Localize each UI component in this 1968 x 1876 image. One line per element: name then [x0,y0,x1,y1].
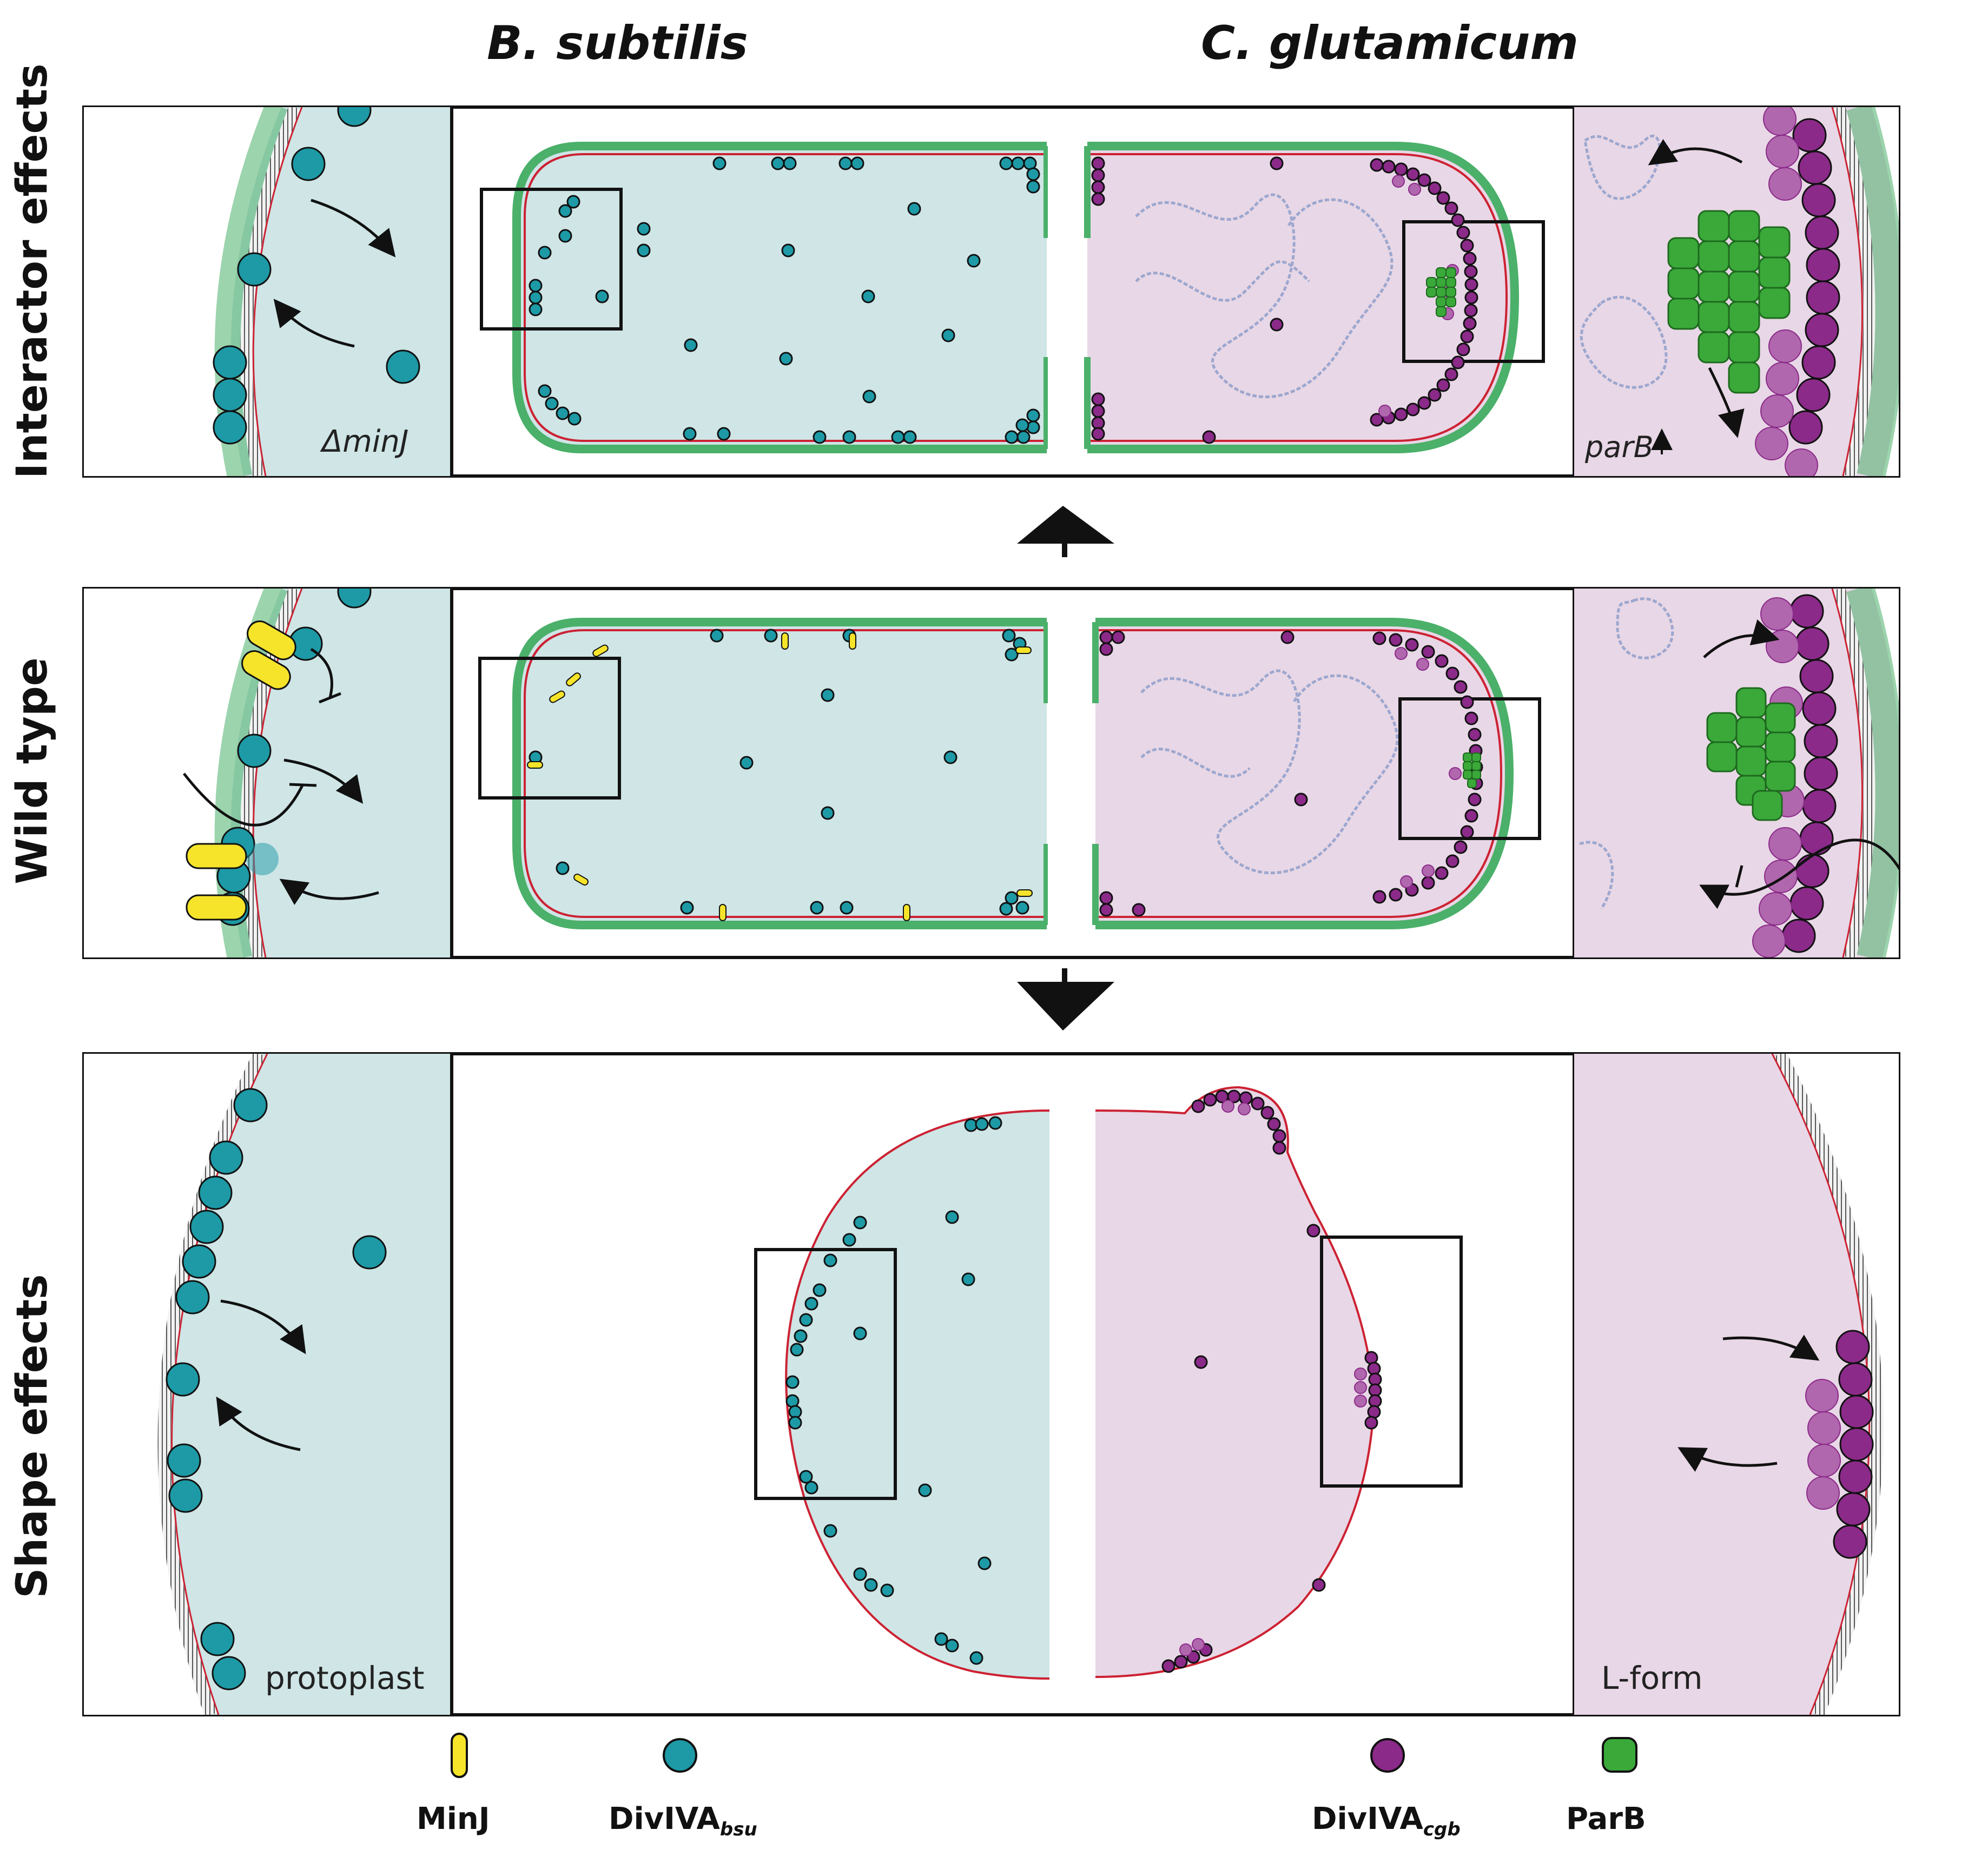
title-b-subtilis: B. subtilis [487,16,748,70]
zoom-panel-delta-minj [84,107,452,476]
zoom-box-bsu-protoplast [754,1248,897,1500]
arrow-down-icon [1017,982,1114,1031]
row-interactor-effects: ΔminJ [82,105,1900,478]
zoom-panel-cgb-wild-type [1574,589,1899,957]
legend-minj-label: MinJ [417,1801,490,1837]
zoom-panel-parb-overexpression [1574,107,1899,476]
legend [451,1733,1637,1778]
legend-divIVA-cgb-label: DivIVAcgb [1312,1801,1461,1840]
legend-parb-icon [1602,1737,1637,1773]
label-l-form: L-form [1601,1660,1702,1696]
bsu-protoplast [754,1109,1050,1680]
zoom-panel-bsu-wild-type [84,589,452,957]
zoom-box-bsu-top [480,188,623,331]
title-c-glutamicum: C. glutamicum [1201,16,1579,70]
label-protoplast: protoplast [265,1660,425,1696]
zoom-box-bsu-mid [478,657,621,800]
legend-divIVA-cgb-icon [1370,1738,1405,1773]
zoom-box-cgb-l-form [1320,1236,1463,1488]
cgb-l-form [1095,1086,1463,1678]
cgb-cell-interactor [1074,142,1545,453]
cgb-cell-wild-type [1092,618,1541,929]
zoom-box-cgb-top [1402,220,1545,363]
label-parb: parB [1584,430,1654,464]
legend-divIVA-bsu-icon [663,1738,697,1773]
label-delta-minj: ΔminJ [320,424,408,459]
legend-parb-label: ParB [1566,1801,1646,1837]
legend-divIVA-bsu-label: DivIVAbsu [609,1801,757,1840]
bsu-cell-wild-type [478,618,1064,929]
legend-divIVA-bsu-main: DivIVA [609,1801,720,1837]
bsu-cell-interactor [480,142,1064,453]
legend-minj-icon [451,1733,468,1778]
row-shape-effects: protoplast [82,1052,1900,1716]
legend-divIVA-cgb-main: DivIVA [1312,1801,1423,1837]
arrow-up-icon [1017,506,1114,544]
row-wild-type [82,587,1900,959]
zoom-panel-l-form [1574,1054,1899,1715]
legend-divIVA-cgb-sub: cgb [1423,1819,1461,1841]
legend-divIVA-bsu-sub: bsu [719,1819,757,1841]
zoom-panel-protoplast [84,1054,452,1715]
